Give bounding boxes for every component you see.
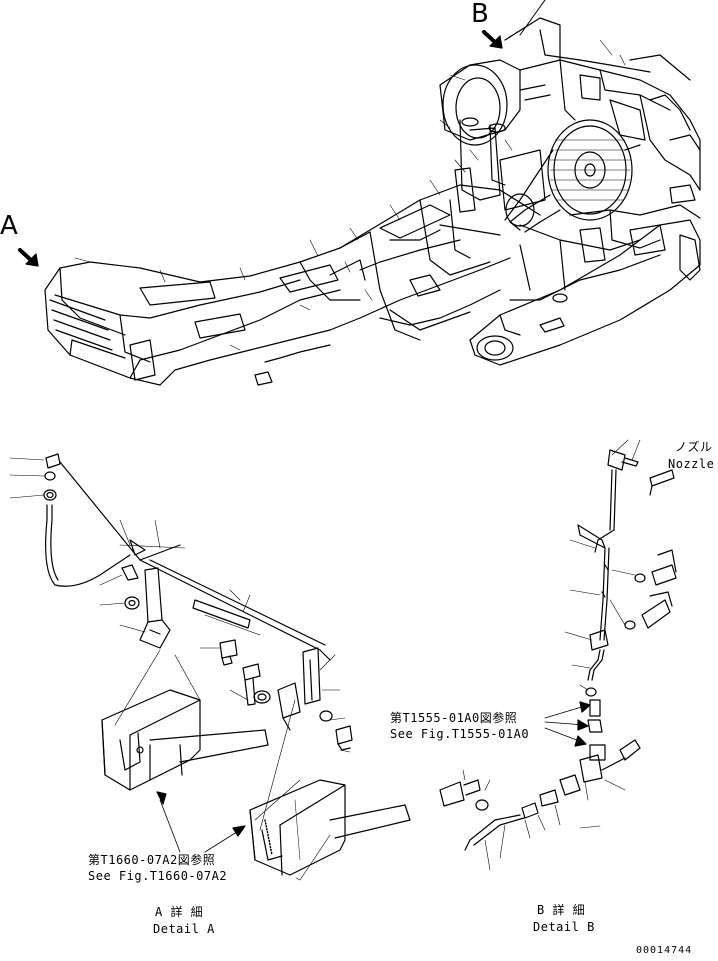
ref-b-label-en: See Fig.T1555-01A0: [390, 727, 530, 741]
ref-a-label-en: See Fig.T1660-07A2: [88, 869, 228, 883]
detail-b-drawing: [440, 440, 676, 870]
nozzle-label-en: Nozzle: [668, 457, 715, 471]
drawing-number: 00014744: [636, 945, 693, 956]
view-marker-b: B: [471, 0, 490, 29]
nozzle-label-ja: ノズル: [675, 440, 713, 454]
detail-a-title-en: Detail A: [153, 922, 215, 936]
ref-a-label-ja: 第T1660-07A2図参照: [88, 853, 216, 867]
view-marker-a: A: [0, 211, 19, 241]
detail-b-title-ja: B 詳 細: [537, 903, 586, 917]
detail-b-title-en: Detail B: [533, 920, 595, 934]
detail-a-drawing: [10, 454, 410, 880]
ref-b-label-ja: 第T1555-01A0図参照: [390, 711, 518, 725]
machine-frame-drawing: [20, 0, 700, 385]
detail-a-title-ja: A 詳 細: [155, 905, 204, 919]
